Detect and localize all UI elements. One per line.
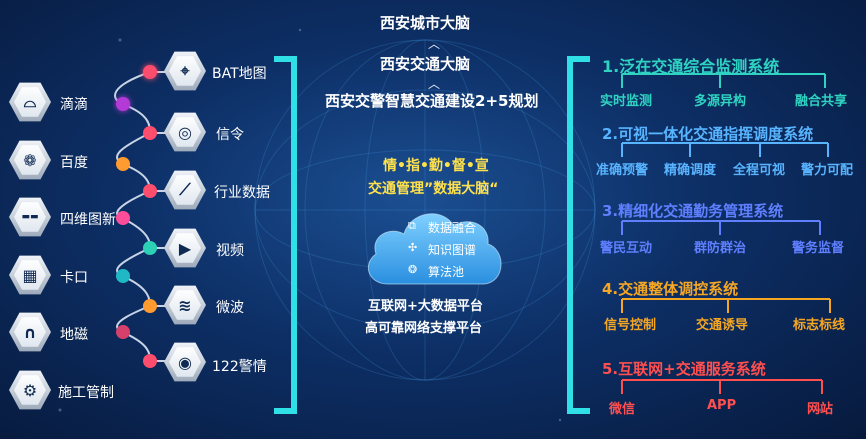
system-4-tree <box>621 298 831 313</box>
system-4-item: 信号控制 <box>604 318 657 333</box>
system-4-title: 4.交通整体调控系统 <box>602 280 739 298</box>
chain-node <box>116 211 130 225</box>
source-label-navinfo: 四维图新 <box>60 212 116 228</box>
city-brain-title: 西安城市大脑 <box>380 14 471 32</box>
system-5-title: 5.互联网+交通服务系统 <box>602 360 766 378</box>
left-bracket <box>274 56 297 414</box>
cloud-item-data-fusion: 数据融合 <box>428 221 477 235</box>
system-1-item: 实时监测 <box>600 94 653 109</box>
chain-node <box>116 157 130 171</box>
cloud-item-knowledge-graph: 知识图谱 <box>428 243 477 257</box>
system-3-tree <box>621 220 821 235</box>
signal-target-icon: ◎ <box>164 112 206 152</box>
source-label-bat-map: BAT地图 <box>212 66 267 82</box>
system-3-item: 警民互动 <box>600 241 653 256</box>
chain-node <box>143 65 157 79</box>
knowledge-graph-icon: ✣ <box>408 241 418 254</box>
chain-node <box>116 325 130 339</box>
chain-node <box>143 299 157 313</box>
system-4-item: 交通诱导 <box>696 318 749 333</box>
source-label-checkpoint: 卡口 <box>60 270 88 286</box>
platform-internet-bigdata: 互联网+大数据平台 <box>368 299 483 314</box>
system-5-item: 网站 <box>807 402 834 417</box>
chain-node <box>116 97 130 111</box>
up-arrow-icon: ︿ <box>428 77 441 91</box>
source-label-industry-data: 行业数据 <box>214 185 270 201</box>
system-3-title: 3.精细化交通勤务管理系统 <box>602 202 784 220</box>
chain-node <box>143 126 157 140</box>
source-label-magnet: 地磁 <box>60 327 88 343</box>
system-2-item: 准确预警 <box>596 163 649 178</box>
center-data-brain: 交通管理”数据大脑“ <box>368 181 499 197</box>
cloud-shape <box>367 213 502 285</box>
system-2-tree <box>621 142 829 157</box>
system-5-item: 微信 <box>609 402 636 417</box>
chain-node <box>143 354 157 368</box>
source-label-122-alert: 122警情 <box>212 359 267 375</box>
system-5-tree <box>621 379 823 394</box>
cloud-item-algorithm-pool: 算法池 <box>428 265 465 279</box>
plan-title: 西安交警智慧交通建设2+5规划 <box>325 92 539 110</box>
system-3-item: 群防群治 <box>694 241 747 256</box>
algorithm-pool-icon: ❂ <box>408 263 418 276</box>
system-2-item: 精确调度 <box>664 163 717 178</box>
data-fusion-icon: ⧉ <box>408 219 416 232</box>
chain-node <box>116 269 130 283</box>
system-5-item: APP <box>707 398 737 413</box>
platform-network-support: 高可靠网络支撑平台 <box>365 321 483 336</box>
chain-node <box>143 241 157 255</box>
system-1-title: 1.泛在交通综合监测系统 <box>602 57 780 76</box>
traffic-brain-title: 西安交通大脑 <box>380 55 471 73</box>
source-label-microwave: 微波 <box>216 300 244 316</box>
up-arrow-icon: ︿ <box>428 37 441 51</box>
magnet-icon: ∩ <box>9 312 51 352</box>
system-3-item: 警务监督 <box>792 241 845 256</box>
right-bracket <box>567 56 590 414</box>
source-label-didi: 滴滴 <box>60 97 88 113</box>
source-label-baidu: 百度 <box>60 155 88 171</box>
didi-icon: ⌓ <box>9 82 51 122</box>
center-slogan: 情•指•勤•督•宣 <box>383 158 489 174</box>
system-2-item: 警力可配 <box>801 163 854 178</box>
system-2-title: 2.可视一体化交通指挥调度系统 <box>602 125 814 143</box>
system-1-tree <box>621 73 826 88</box>
chain-node <box>143 184 157 198</box>
system-2-item: 全程可视 <box>733 163 786 178</box>
system-1-item: 多源异构 <box>694 94 747 109</box>
source-label-video: 视频 <box>216 243 244 259</box>
source-label-signaling: 信令 <box>216 127 244 143</box>
system-4-item: 标志标线 <box>793 318 846 333</box>
source-label-construction: 施工管制 <box>58 385 114 401</box>
system-1-item: 融合共享 <box>795 94 848 109</box>
